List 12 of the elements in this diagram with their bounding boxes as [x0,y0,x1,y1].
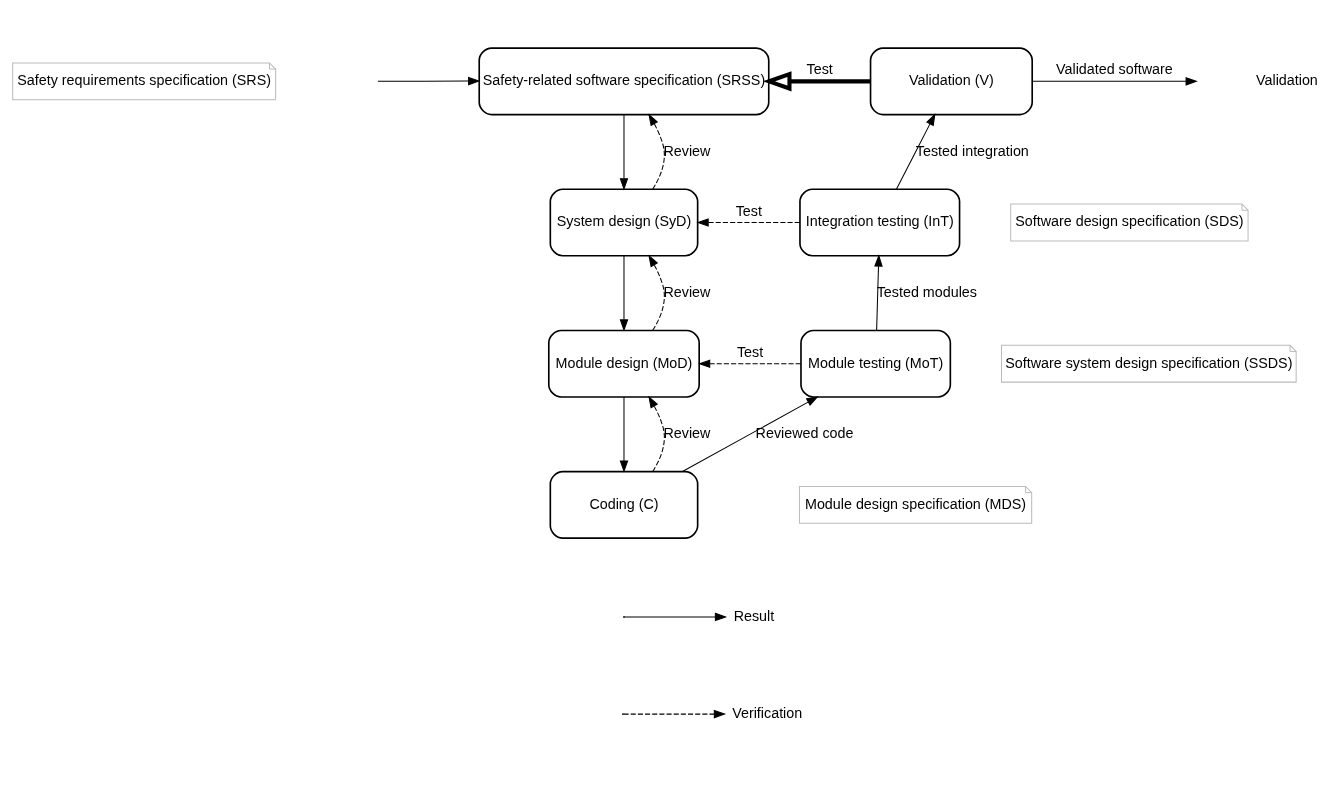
edge-label: Review [663,142,711,159]
edge-label: Validated software [1056,60,1173,77]
edge-label: Review [663,283,711,300]
edge-label: Test [735,202,762,219]
legend-label: Verification [732,704,803,721]
edge-label: Test [806,60,833,77]
legend-label: Result [733,607,775,624]
edge-label: Test [736,343,764,360]
edge-label: Review [663,424,711,441]
edge-label: Tested integration [915,142,1029,159]
edge-label: Reviewed code [755,424,854,441]
label: Validation [1256,71,1318,88]
